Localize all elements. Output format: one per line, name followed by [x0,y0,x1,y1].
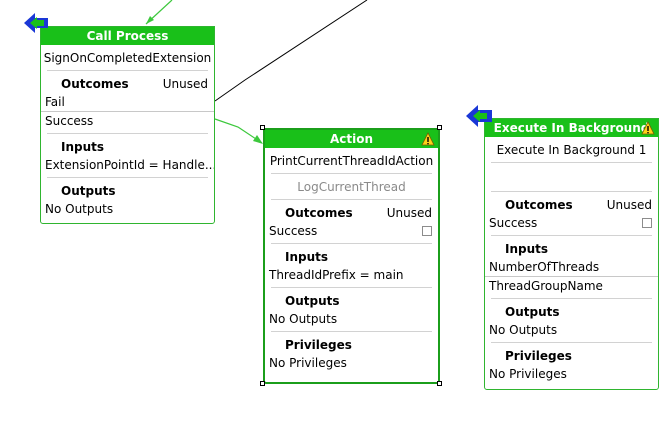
outputs-section-title: Outputs [505,305,560,319]
resize-handle[interactable] [260,381,265,386]
divider [271,173,432,174]
unused-label: Unused [386,206,432,220]
divider [271,243,432,244]
outputs-value: No Outputs [45,202,114,216]
empty-description [485,166,658,188]
outcomes-section-title: Outcomes Unused [61,77,208,91]
success-connector-arrowhead [253,135,263,144]
action-secondary-name: LogCurrentThread [297,180,406,194]
execute-background-name: Execute In Background 1 [496,143,647,157]
execute-background-node[interactable]: Execute In Background Execute In Backgro… [484,118,659,390]
action-node[interactable]: Action PrintCurrentThreadIdAction LogCur… [263,128,440,384]
action-title: Action [329,132,374,146]
fail-connector[interactable] [214,0,368,102]
outputs-section-title: Outputs [61,184,116,198]
incoming-connector[interactable] [145,0,173,25]
inputs-section-title: Inputs [505,242,549,256]
divider [485,276,658,277]
action-name: PrintCurrentThreadIdAction [269,154,434,168]
privileges-section-title: Privileges [505,349,572,363]
outputs-value: No Outputs [489,323,558,337]
inputs-section-title: Inputs [285,250,329,264]
outcomes-section-title: Outcomes Unused [285,206,432,220]
warning-icon [641,121,655,135]
call-process-node[interactable]: Call Process SignOnCompletedExtension Ou… [40,26,215,224]
outcome-success[interactable]: Success [265,222,438,240]
outcome-success[interactable]: Success [485,214,658,232]
input-thread-group-name[interactable]: ThreadGroupName [489,279,603,293]
input-thread-id-prefix[interactable]: ThreadIdPrefix = main [269,268,404,282]
divider [271,331,432,332]
incoming-connector-arrowhead [146,16,154,24]
divider [41,111,214,112]
action-header[interactable]: Action [265,130,438,148]
start-badge-icon [24,13,48,33]
execute-background-title: Execute In Background [493,121,650,135]
input-number-of-threads[interactable]: NumberOfThreads [489,260,600,274]
divider [47,133,208,134]
start-badge-icon [466,105,492,127]
divider [491,191,652,192]
outputs-value: No Outputs [269,312,338,326]
divider [271,199,432,200]
outputs-section-title: Outputs [285,294,340,308]
success-connector[interactable] [214,118,263,144]
resize-handle[interactable] [260,125,265,130]
resize-handle[interactable] [437,125,442,130]
outcome-fail[interactable]: Fail [45,95,65,109]
divider [271,287,432,288]
outcomes-section-title: Outcomes Unused [505,198,652,212]
divider [491,162,652,163]
divider [491,235,652,236]
inputs-section-title: Inputs [61,140,105,154]
outcome-success[interactable]: Success [45,114,94,128]
privileges-value: No Privileges [269,356,347,370]
privileges-value: No Privileges [489,367,567,381]
unused-label: Unused [606,198,652,212]
execute-background-header[interactable]: Execute In Background [485,119,658,137]
divider [491,342,652,343]
checkbox-icon[interactable] [642,218,652,228]
call-process-name: SignOnCompletedExtension [43,51,212,65]
call-process-title: Call Process [86,29,169,43]
resize-handle[interactable] [437,381,442,386]
warning-icon [421,132,435,146]
input-extension-point-id[interactable]: ExtensionPointId = Handle... [45,158,214,172]
divider [47,70,208,71]
checkbox-icon[interactable] [422,226,432,236]
divider [491,298,652,299]
divider [47,177,208,178]
privileges-section-title: Privileges [285,338,352,352]
unused-label: Unused [162,77,208,91]
call-process-header[interactable]: Call Process [41,27,214,45]
